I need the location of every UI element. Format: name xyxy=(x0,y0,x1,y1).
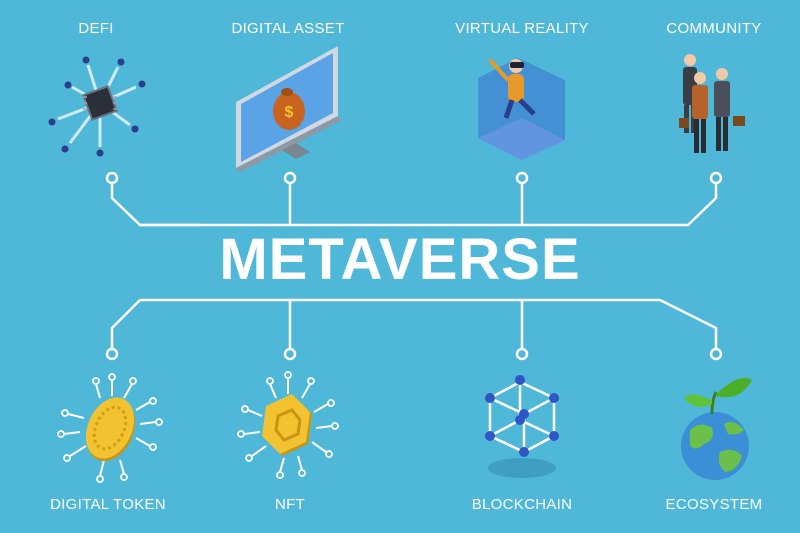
gold-coin-circuit-icon xyxy=(57,373,163,483)
label-ecosystem: ECOSYSTEM xyxy=(665,496,763,513)
connector-defi xyxy=(110,183,200,227)
connector-digital-token xyxy=(110,299,141,348)
label-blockchain: BLOCKCHAIN xyxy=(471,496,573,513)
label-defi: DEFI xyxy=(78,20,114,37)
business-people-icon xyxy=(679,54,745,153)
label-community: COMMUNITY xyxy=(666,20,762,37)
connector-community xyxy=(660,183,718,227)
page-title: METAVERSE xyxy=(219,227,581,292)
vr-headset-user-icon xyxy=(478,58,565,160)
label-digital-asset: DIGITAL ASSET xyxy=(231,20,345,37)
cube-network-icon xyxy=(485,375,559,478)
connector-ecosystem xyxy=(659,298,718,348)
hexagon-coin-circuit-icon xyxy=(237,371,339,479)
monitor-money-bag-icon: $ xyxy=(236,46,342,172)
chip-network-icon xyxy=(48,56,146,157)
connector-nodes xyxy=(105,171,723,361)
label-virtual-reality: VIRTUAL REALITY xyxy=(455,20,589,37)
label-digital-token: DIGITAL TOKEN xyxy=(50,496,166,513)
svg-text:$: $ xyxy=(285,104,294,121)
connector-lines xyxy=(110,183,718,348)
label-nft: NFT xyxy=(274,496,306,513)
globe-plant-icon xyxy=(681,377,752,480)
